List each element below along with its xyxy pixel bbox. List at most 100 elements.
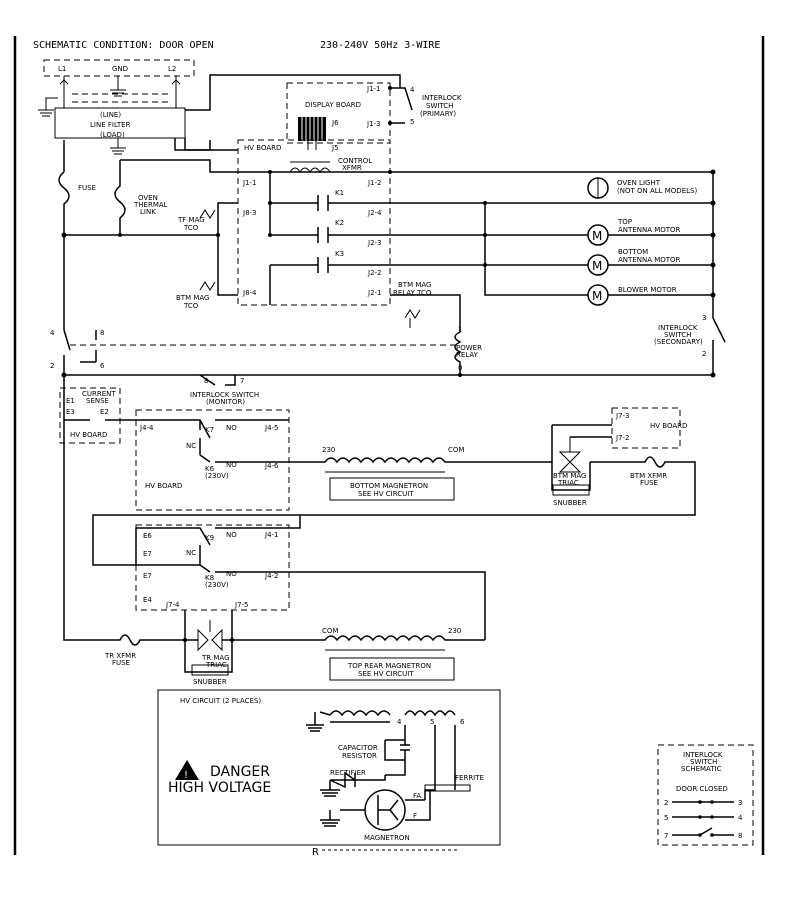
svg-text:FUSE: FUSE: [640, 479, 658, 487]
svg-text:F: F: [413, 812, 417, 820]
bottom-magnetron: 230 COM BOTTOM MAGNETRON SEE HV CIRCUIT: [289, 446, 540, 501]
svg-text:J2-4: J2-4: [367, 209, 382, 217]
svg-text:E1: E1: [66, 397, 75, 405]
svg-text:NO: NO: [226, 570, 237, 578]
svg-text:HV CIRCUIT (2 PLACES): HV CIRCUIT (2 PLACES): [180, 697, 261, 705]
svg-text:M: M: [592, 259, 602, 273]
svg-text:4: 4: [397, 718, 402, 726]
svg-text:FUSE: FUSE: [112, 659, 130, 667]
svg-text:BOTTOM MAGNETRON: BOTTOM MAGNETRON: [350, 482, 428, 490]
svg-text:3: 3: [738, 799, 742, 807]
svg-text:230: 230: [322, 446, 335, 454]
connector-j6-icon: [298, 117, 326, 141]
svg-text:(SECONDARY): (SECONDARY): [654, 338, 703, 346]
svg-text:ANTENNA MOTOR: ANTENNA MOTOR: [618, 226, 681, 234]
svg-text:2: 2: [50, 362, 54, 370]
svg-text:M: M: [592, 229, 602, 243]
btm-mag-tco-left: BTM MAG TCO: [176, 235, 238, 310]
btm-mag-triac: BTM MAG TRIAC SNUBBER: [540, 424, 612, 507]
tf-mag-tco: TF MAG TCO: [64, 202, 238, 236]
svg-text:K3: K3: [335, 250, 344, 258]
svg-text:BTM MAG: BTM MAG: [176, 294, 209, 302]
power-relay: 1 POWER RELAY 0: [454, 320, 482, 375]
btm-xfmr-fuse: BTM XFMR FUSE: [92, 456, 696, 566]
svg-text:SENSE: SENSE: [86, 397, 109, 405]
svg-text:OVEN LIGHT: OVEN LIGHT: [617, 179, 661, 187]
high-voltage-label: HIGH VOLTAGE: [168, 780, 271, 796]
svg-text:NO: NO: [226, 424, 237, 432]
svg-text:NC: NC: [186, 442, 196, 450]
svg-text:CONTROL: CONTROL: [338, 157, 372, 165]
bottom-antenna-motor: M BOTTOM ANTENNA MOTOR: [587, 248, 681, 276]
ground-symbol-icon: [110, 138, 126, 155]
btm-mag-relay-tco: BTM MAG RELAY TCO: [393, 281, 432, 328]
svg-text:K2: K2: [335, 219, 344, 227]
svg-text:!: !: [184, 770, 188, 781]
svg-text:TR MAG: TR MAG: [201, 654, 230, 662]
svg-text:7: 7: [664, 832, 668, 840]
svg-text:J4-6: J4-6: [264, 462, 279, 470]
svg-text:INTERLOCK: INTERLOCK: [658, 324, 698, 332]
hv-board-middle: J4-4 J4-5 J4-6 K7 NC NO NO K6 (230V) HV …: [135, 409, 290, 511]
svg-text:(NOT ON ALL MODELS): (NOT ON ALL MODELS): [617, 187, 697, 195]
svg-text:INTERLOCK SWITCH: INTERLOCK SWITCH: [190, 391, 259, 399]
svg-text:2: 2: [702, 350, 706, 358]
svg-text:TOP: TOP: [617, 218, 632, 226]
interlock-switch-primary: 4 5 INTERLOCK SWITCH (PRIMARY): [388, 86, 462, 126]
svg-text:HV BOARD: HV BOARD: [145, 482, 182, 490]
svg-text:J8-3: J8-3: [242, 209, 257, 217]
svg-text:TF MAG: TF MAG: [177, 216, 205, 224]
interlock-switch-door-closed: INTERLOCK SWITCH SCHEMATIC DOOR CLOSED 2…: [657, 744, 754, 846]
hv-circuit-box: HV CIRCUIT (2 PLACES) 4 5 6 CAPACITOR RE…: [157, 689, 501, 846]
svg-text:6: 6: [460, 718, 465, 726]
svg-text:230: 230: [448, 627, 461, 635]
svg-text:HV BOARD: HV BOARD: [650, 422, 687, 430]
svg-text:RECTIFIER: RECTIFIER: [330, 769, 366, 777]
svg-text:E7: E7: [143, 550, 152, 558]
svg-text:TRIAC: TRIAC: [205, 661, 227, 669]
hv-board-lower: E6 E7 E7 E4 K9 NC NO NO J4-1 J4-2 K8 (23…: [135, 515, 486, 640]
line-filter: (LINE) LINE FILTER (LOAD): [54, 107, 186, 155]
svg-text:(MONITOR): (MONITOR): [206, 398, 245, 406]
svg-text:FERRITE: FERRITE: [455, 774, 484, 782]
svg-text:CAPACITOR: CAPACITOR: [338, 744, 378, 752]
svg-text:5: 5: [430, 718, 434, 726]
svg-text:SWITCH: SWITCH: [664, 331, 691, 339]
svg-text:J4-5: J4-5: [264, 424, 279, 432]
svg-text:BTM MAG: BTM MAG: [553, 472, 586, 480]
svg-text:E2: E2: [100, 408, 109, 416]
top-antenna-motor: M TOP ANTENNA MOTOR: [587, 218, 681, 246]
svg-text:4: 4: [738, 814, 743, 822]
svg-text:COM: COM: [448, 446, 464, 454]
hv-board-right: J7-3 J7-2 HV BOARD: [611, 407, 687, 449]
svg-text:NO: NO: [226, 531, 237, 539]
svg-text:HV BOARD: HV BOARD: [244, 144, 281, 152]
svg-text:8: 8: [204, 377, 208, 385]
svg-text:J4-1: J4-1: [264, 531, 279, 539]
hv-board-top: HV BOARD J1-1 J1-2 J2-4 J2-3 J2-2 J2-1 J…: [237, 139, 391, 306]
terminal-l2: L2: [168, 65, 176, 73]
top-rear-magnetron: COM 230 TOP REAR MAGNETRON SEE HV CIRCUI…: [310, 627, 485, 681]
svg-text:XFMR: XFMR: [342, 164, 362, 172]
svg-text:SWITCH: SWITCH: [426, 102, 453, 110]
tr-xfmr-fuse: TR XFMR FUSE: [63, 420, 185, 667]
svg-text:CURRENT: CURRENT: [82, 390, 116, 398]
display-board: DISPLAY BOARD J1-1 J1-3 J6 J5: [286, 82, 391, 152]
svg-text:J4-2: J4-2: [264, 572, 279, 580]
terminal-l1: L1: [58, 65, 66, 73]
blower-motor: M BLOWER MOTOR: [587, 284, 677, 306]
svg-text:MAGNETRON: MAGNETRON: [364, 834, 410, 842]
svg-text:RELAY: RELAY: [456, 351, 479, 359]
svg-text:K8: K8: [205, 574, 214, 582]
svg-text:E3: E3: [66, 408, 75, 416]
svg-text:TCO: TCO: [183, 302, 199, 310]
svg-text:NO: NO: [226, 461, 237, 469]
svg-text:J6: J6: [331, 119, 339, 127]
svg-text:(LOAD): (LOAD): [100, 131, 125, 139]
svg-text:DOOR CLOSED: DOOR CLOSED: [676, 785, 728, 793]
terminal-gnd: GND: [112, 65, 128, 73]
svg-text:TRIAC: TRIAC: [557, 479, 579, 487]
svg-text:DISPLAY BOARD: DISPLAY BOARD: [305, 101, 361, 109]
left-door-switch: 4 8 2 6: [50, 235, 460, 375]
